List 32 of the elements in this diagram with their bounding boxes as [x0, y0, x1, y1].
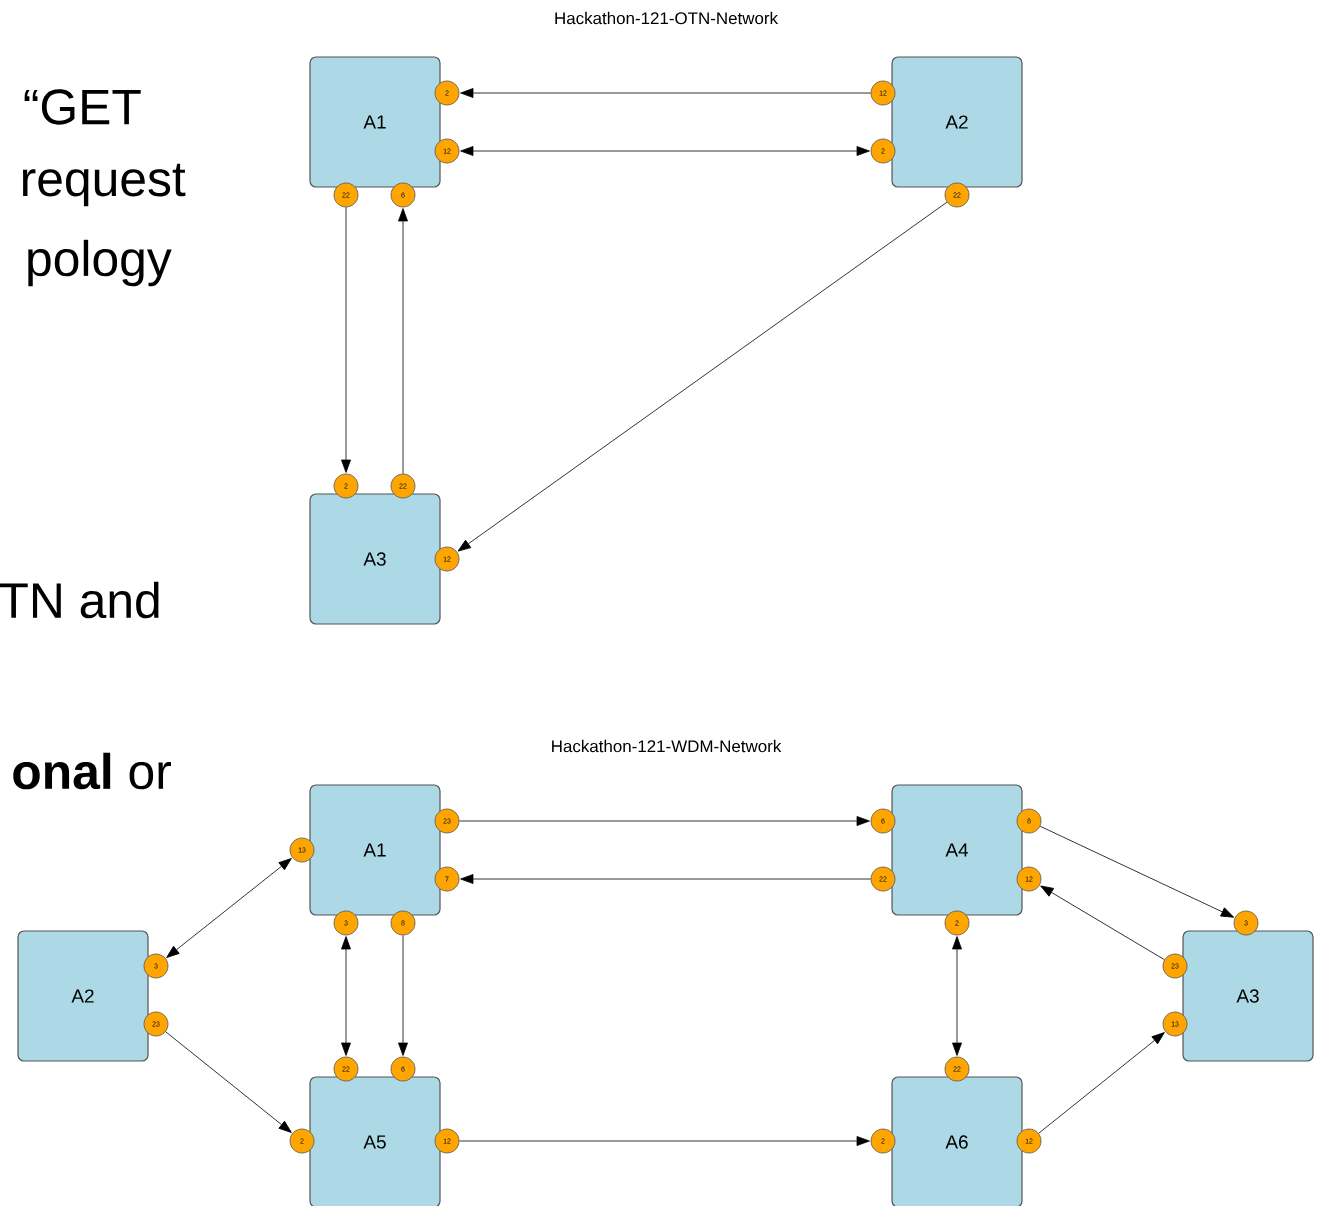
slide-text: “GET — [24, 89, 141, 125]
device-box: A3 — [309, 493, 441, 625]
device-box: A2 — [17, 930, 149, 1062]
arrow — [457, 201, 948, 552]
slide-text: TN and — [0, 581, 159, 619]
arrow — [166, 858, 292, 958]
arrow — [460, 146, 870, 156]
network-label: Hackathon-121-OTN-Network — [555, 11, 778, 25]
device-box: A4 — [891, 784, 1023, 916]
device-box: A1 — [309, 784, 441, 916]
arrow — [459, 816, 870, 826]
arrow — [398, 208, 408, 474]
arrow — [459, 1136, 870, 1146]
arrow — [460, 88, 871, 98]
slide-text: request — [22, 163, 186, 207]
device-box: A1 — [309, 56, 441, 188]
arrow — [165, 1031, 292, 1133]
slide-text: pology — [28, 239, 172, 287]
arrow — [341, 936, 351, 1056]
device-box: A5 — [309, 1076, 441, 1206]
network-label: Hackathon-121-WDM-Network — [552, 739, 782, 753]
arrow — [1039, 825, 1235, 918]
slide-text: onal or — [13, 752, 171, 790]
arrow — [398, 935, 408, 1056]
device-box: A3 — [1182, 930, 1314, 1062]
device-box: A2 — [891, 56, 1023, 188]
arrow — [1040, 885, 1165, 961]
arrow — [341, 207, 351, 473]
arrow — [952, 936, 962, 1056]
arrow — [460, 874, 871, 884]
arrow — [1038, 1032, 1165, 1134]
device-box: A6 — [891, 1076, 1023, 1206]
